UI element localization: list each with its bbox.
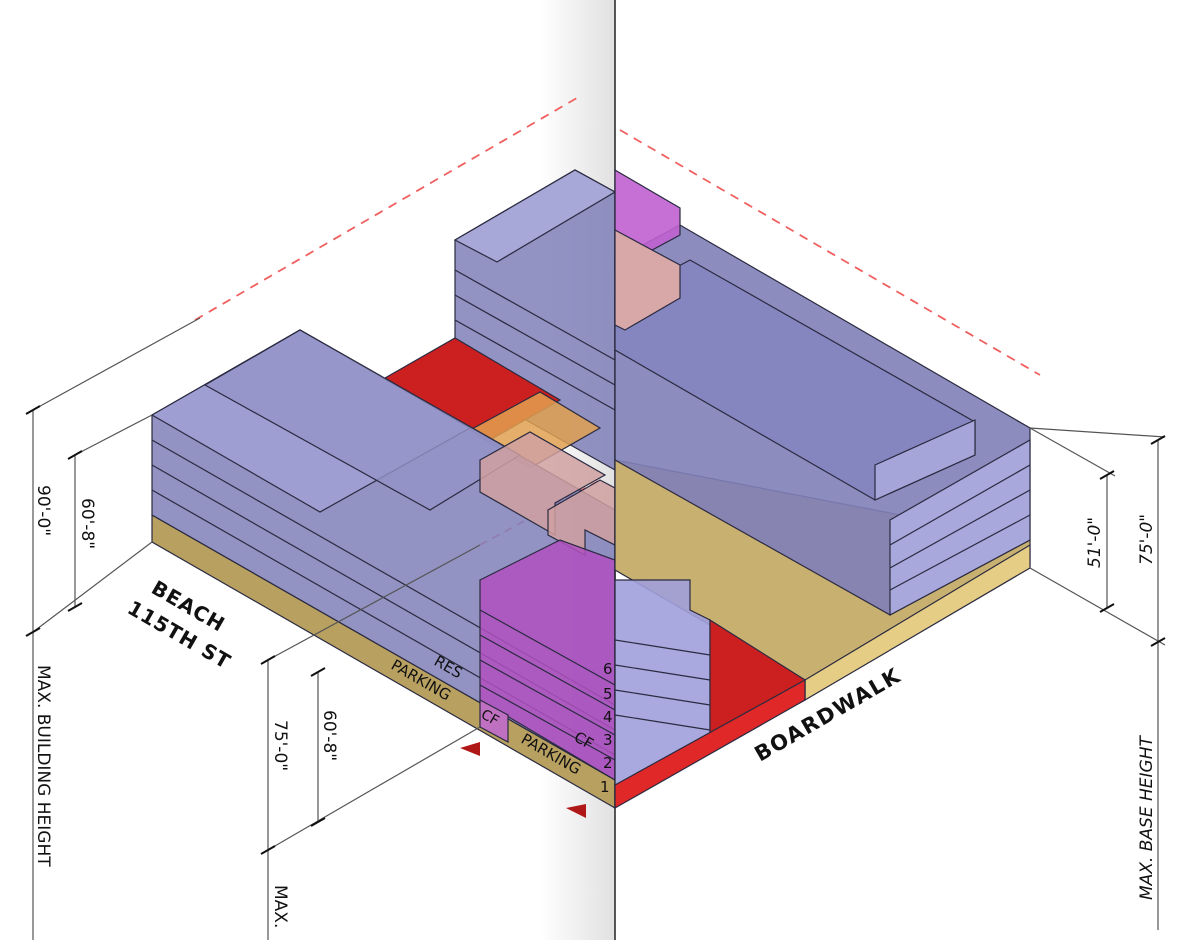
dim-base: 51'-0": [1085, 517, 1105, 568]
floor-line: [889, 489, 1031, 569]
floor-line: [454, 319, 616, 411]
dimensions-left: [25, 317, 481, 940]
floor-line: [889, 464, 1031, 546]
dim-front-upper: 60'-8": [319, 710, 339, 761]
floor-line: [454, 269, 616, 361]
dim-total-height: 90'-0": [33, 485, 53, 536]
floor-line: [479, 634, 616, 711]
cf-ground-segment: [479, 698, 509, 744]
max-front-label: MAX.: [270, 885, 290, 928]
entrance-marker-icon: [460, 742, 480, 756]
floor-number-2: 2: [603, 754, 613, 772]
floor-line: [614, 639, 711, 656]
max-building-height-label: MAX. BUILDING HEIGHT: [33, 665, 53, 867]
floor-number-1: 1: [600, 778, 610, 796]
right-massing: [614, 168, 1031, 810]
dim-total-right: 75'-0": [1137, 514, 1157, 565]
use-label-cf-left: CF: [478, 707, 501, 730]
floor-line: [614, 714, 711, 731]
bulkhead-box: [547, 479, 616, 557]
left-massing: [150, 169, 617, 818]
floor-line: [479, 659, 616, 736]
floor-line: [479, 609, 616, 686]
floor-line: [614, 664, 711, 681]
dim-upper-height: 60'-8": [77, 498, 97, 549]
floor-number-4: 4: [603, 708, 613, 726]
floor-line: [479, 684, 616, 761]
bulkhead-box-right: [614, 228, 681, 331]
setback-line-right: [619, 129, 1041, 376]
dim-front-total: 75'-0": [270, 720, 290, 771]
red-zone-right-front: [614, 678, 806, 810]
floor-number-5: 5: [603, 685, 613, 703]
floor-line: [889, 514, 1031, 591]
setback-line-left: [194, 94, 583, 321]
floor-number-3: 3: [603, 731, 613, 749]
floor-number-6: 6: [603, 660, 613, 678]
floor-line: [614, 689, 711, 706]
upper-block-right-face: [874, 419, 976, 501]
floor-line: [454, 294, 616, 386]
entrance-marker-icon: [566, 804, 586, 818]
max-base-height-label: MAX. BASE HEIGHT: [1137, 735, 1157, 900]
dimensions-right: [1029, 427, 1166, 930]
bulkhead-box: [479, 431, 607, 537]
